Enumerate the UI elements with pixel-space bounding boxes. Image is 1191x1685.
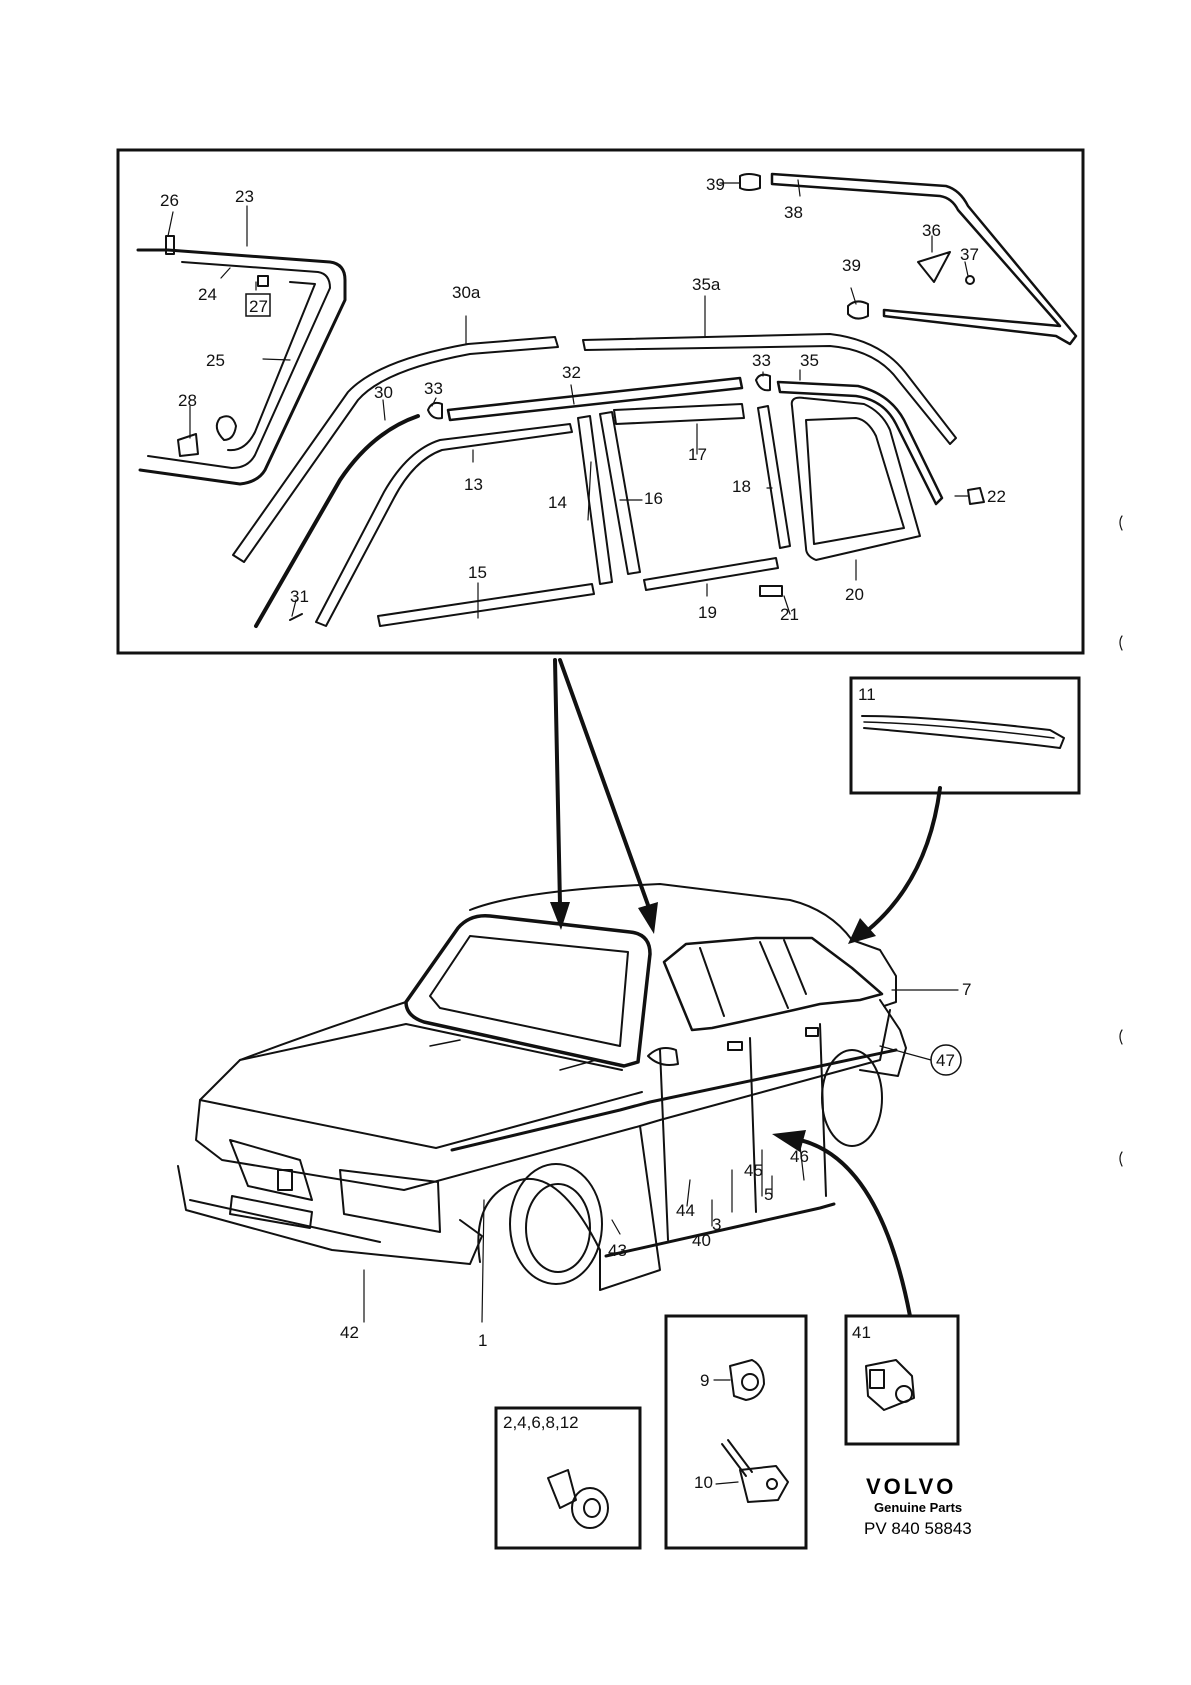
callout: 47 (936, 1051, 955, 1070)
callout: 19 (698, 603, 717, 622)
callout: 3 (712, 1215, 721, 1234)
inset-label: 2,4,6,8,12 (503, 1413, 579, 1432)
callout: 21 (780, 605, 799, 624)
callout: 16 (644, 489, 663, 508)
part-number: PV 840 58843 (864, 1519, 972, 1538)
callout-boxed: 27 (249, 297, 268, 316)
roof-moulding-30a-35a (232, 333, 957, 563)
callout: 30 (374, 383, 393, 402)
callout: 43 (608, 1241, 627, 1260)
callout: 22 (987, 487, 1006, 506)
callout-circle (930, 1044, 962, 1076)
detail-top-callouts: 39 38 36 37 26 23 24 27 25 30a 35a 39 33… (160, 175, 1006, 624)
detail-right-box: 11 (849, 676, 1081, 795)
callout: 7 (962, 980, 971, 999)
callout: 25 (206, 351, 225, 370)
callout: 30a (452, 283, 481, 302)
inset-label: 41 (852, 1323, 871, 1342)
rear-quarter-frame-38 (739, 172, 1078, 346)
detail-top-box: 39 38 36 37 26 23 24 27 25 30a 35a 39 33… (116, 148, 1085, 655)
callout: 42 (340, 1323, 359, 1342)
callout: 5 (764, 1185, 773, 1204)
car-illustration (177, 883, 907, 1291)
callout: 24 (198, 285, 217, 304)
car-leaders (363, 989, 962, 1323)
callout: 45 (744, 1161, 763, 1180)
callout: 14 (548, 493, 567, 512)
volvo-logo: VOLVO (866, 1474, 956, 1499)
inset-clip-a: 2,4,6,8,12 (494, 1406, 642, 1550)
callout: 23 (235, 187, 254, 206)
callout: 1 (478, 1331, 487, 1350)
callout: 39 (842, 256, 861, 275)
arrow-head (848, 918, 876, 944)
callout: 26 (160, 191, 179, 210)
arrow-head (550, 902, 570, 930)
binder-marks (1119, 515, 1123, 1167)
branding: VOLVO Genuine Parts PV 840 58843 (864, 1474, 972, 1538)
inset-clip-c: 41 (844, 1314, 960, 1446)
inset-clip-b: 9 10 (664, 1314, 808, 1550)
genuine-parts-label: Genuine Parts (874, 1500, 962, 1515)
callout: 39 (706, 175, 725, 194)
callout: 10 (694, 1473, 713, 1492)
arrow-head (638, 902, 658, 934)
detail-top-leaders (167, 179, 969, 619)
callout: 33 (424, 379, 443, 398)
callout: 37 (960, 245, 979, 264)
door-frame-trims (254, 373, 985, 628)
callout: 15 (468, 563, 487, 582)
callout: 33 (752, 351, 771, 370)
pointer-arrows (550, 658, 942, 1318)
callout: 13 (464, 475, 483, 494)
callout: 35 (800, 351, 819, 370)
callout: 35a (692, 275, 721, 294)
callout: 18 (732, 477, 751, 496)
callout: 11 (858, 685, 876, 704)
callout: 31 (290, 587, 309, 606)
callout: 36 (922, 221, 941, 240)
callout: 32 (562, 363, 581, 382)
callout: 46 (790, 1147, 809, 1166)
callout: 38 (784, 203, 803, 222)
arrow-head (772, 1130, 806, 1152)
callout: 17 (688, 445, 707, 464)
callout: 40 (692, 1231, 711, 1250)
car-callouts: 7 47 46 45 5 44 3 40 43 42 1 (340, 980, 971, 1350)
callout: 20 (845, 585, 864, 604)
callout: 9 (700, 1371, 709, 1390)
callout: 44 (676, 1201, 695, 1220)
callout: 28 (178, 391, 197, 410)
